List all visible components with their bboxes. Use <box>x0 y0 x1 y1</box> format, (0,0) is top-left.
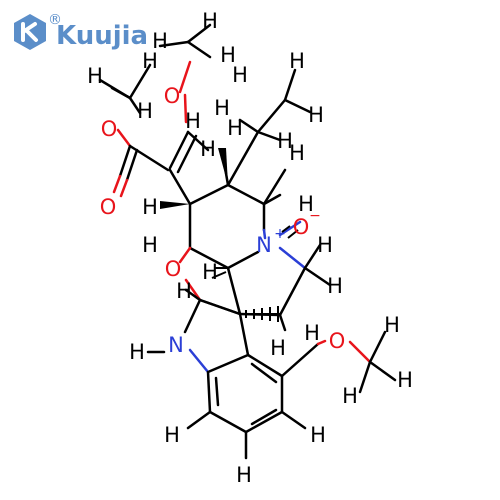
atom-oxygen-ester: O <box>101 117 118 141</box>
atom-h-22: H <box>176 279 192 303</box>
kuujia-logo: Kuujia ® <box>14 12 148 51</box>
atom-h-27: H <box>397 368 413 392</box>
atom-h-20: H <box>202 260 218 284</box>
atom-h-31: H <box>236 463 252 487</box>
atom-h-29: H <box>164 423 180 447</box>
atom-oxygen-carbonyl: O <box>100 195 117 219</box>
charge-plus: + <box>274 226 286 242</box>
atom-nitrogen-indole: N <box>168 333 184 357</box>
atom-h-28: H <box>342 384 358 408</box>
atom-h-6: H <box>232 63 248 87</box>
atom-h-26: H <box>129 340 145 364</box>
atom-h-5: H <box>87 64 103 88</box>
atom-h-10: H <box>214 96 230 120</box>
atom-h-14: H <box>200 137 216 161</box>
logo-registered-mark: ® <box>48 12 62 28</box>
stereo-bonds <box>160 148 299 322</box>
atom-h-24: H <box>384 313 400 337</box>
charge-minus: − <box>309 208 321 224</box>
atom-h-18: H <box>142 233 158 257</box>
atom-h-3: H <box>220 43 236 67</box>
atom-h-25: H <box>270 336 286 360</box>
atom-h-7: H <box>289 49 305 73</box>
atom-h-23: H <box>304 321 320 345</box>
atom-h-9: H <box>185 109 201 133</box>
atom-h-8: H <box>137 99 153 123</box>
atom-h-4: H <box>142 49 158 73</box>
atom-labels: H H H H O H H H H O H H H H H H H O H H … <box>87 9 413 487</box>
atom-h-13: H <box>277 129 293 153</box>
atom-h-21: H <box>327 274 343 298</box>
atom-oxygen-ring: O <box>165 257 182 281</box>
atom-h-15: H <box>289 141 305 165</box>
atom-h-11: H <box>227 116 243 140</box>
logo-hexagon-icon <box>14 14 46 50</box>
atom-h-12: H <box>308 103 324 127</box>
atom-oxygen-n-oxide: O <box>293 215 310 239</box>
atom-oxygen-methoxy-top: O <box>164 84 181 108</box>
logo-text: Kuujia <box>56 21 148 51</box>
atom-h-16: H <box>142 195 158 219</box>
atom-h-30: H <box>310 423 326 447</box>
atom-h-2: H <box>152 29 168 53</box>
atom-oxygen-methoxy-bottom: O <box>329 329 346 353</box>
atom-h-1: H <box>202 9 218 33</box>
atom-h-19: H <box>317 233 333 257</box>
atom-nitrogen-plus: N <box>256 233 272 257</box>
bond-lines <box>98 23 397 460</box>
atom-h-17: H <box>298 192 314 216</box>
